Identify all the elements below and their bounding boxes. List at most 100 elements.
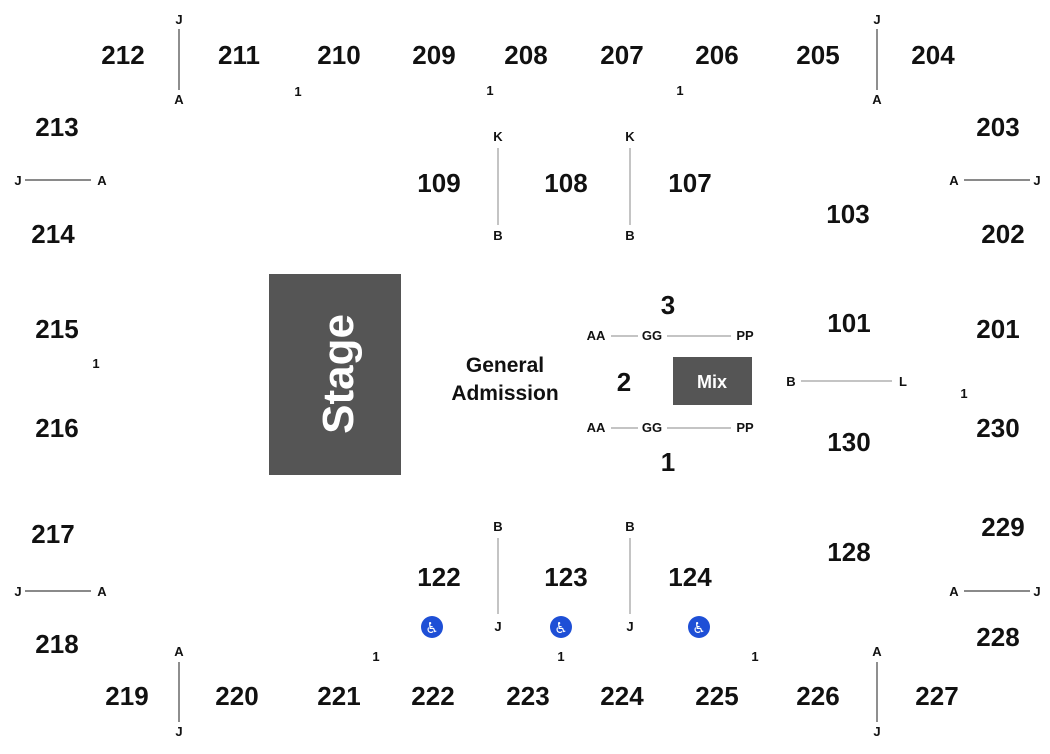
section-221[interactable]: 221 xyxy=(317,681,360,711)
upper-top-row-markers: J A J A 1 1 1 xyxy=(174,12,882,107)
floor-sections: 3 2 1 AA GG PP AA GG PP Mix B L xyxy=(587,290,907,477)
section-215[interactable]: 215 xyxy=(35,314,78,344)
section-212[interactable]: 212 xyxy=(101,40,144,70)
row-marker: B xyxy=(493,228,502,243)
stage-label: Stage xyxy=(314,314,363,434)
section-227[interactable]: 227 xyxy=(915,681,958,711)
section-224[interactable]: 224 xyxy=(600,681,644,711)
section-124[interactable]: 124 xyxy=(668,562,712,592)
floor-section-3[interactable]: 3 xyxy=(661,290,675,320)
row-marker: J xyxy=(175,12,182,27)
upper-right-sections: 203 202 201 230 229 228 A J A J 1 xyxy=(949,112,1040,652)
wheelchair-icon[interactable]: ♿ xyxy=(550,616,572,638)
section-222[interactable]: 222 xyxy=(411,681,454,711)
floor-section-1[interactable]: 1 xyxy=(661,447,675,477)
section-223[interactable]: 223 xyxy=(506,681,549,711)
section-211[interactable]: 211 xyxy=(218,40,260,70)
mix-booth xyxy=(673,357,752,405)
section-213[interactable]: 213 xyxy=(35,112,78,142)
row-one-marker: 1 xyxy=(751,649,758,664)
row-marker: J xyxy=(626,619,633,634)
section-207[interactable]: 207 xyxy=(600,40,643,70)
row-one-marker: 1 xyxy=(486,83,493,98)
upper-bottom-sections: 219 220 221 222 223 224 225 226 227 A J … xyxy=(105,644,958,739)
row-marker: A xyxy=(949,173,959,188)
section-108[interactable]: 108 xyxy=(544,168,587,198)
section-208[interactable]: 208 xyxy=(504,40,547,70)
wheelchair-icon-glyph: ♿ xyxy=(425,620,438,637)
row-marker: B xyxy=(786,374,795,389)
row-marker: A xyxy=(174,92,184,107)
section-203[interactable]: 203 xyxy=(976,112,1019,142)
row-marker: A xyxy=(97,584,107,599)
section-229[interactable]: 229 xyxy=(981,512,1024,542)
row-marker: GG xyxy=(642,420,662,435)
lower-right-sections: 101 130 128 xyxy=(827,308,870,567)
row-marker: A xyxy=(97,173,107,188)
row-marker: A xyxy=(949,584,959,599)
section-201[interactable]: 201 xyxy=(976,314,1019,344)
wheelchair-icon[interactable]: ♿ xyxy=(688,616,710,638)
section-101[interactable]: 101 xyxy=(827,308,870,338)
lower-bottom-sections: 122 123 124 B J B J ♿ ♿ ♿ xyxy=(417,519,712,638)
wheelchair-icon[interactable]: ♿ xyxy=(421,616,443,638)
section-103[interactable]: 103 xyxy=(826,199,869,229)
wheelchair-icon-glyph: ♿ xyxy=(692,620,705,637)
row-marker: J xyxy=(873,724,880,739)
section-220[interactable]: 220 xyxy=(215,681,258,711)
upper-top-sections: 212 211 210 209 208 207 206 205 204 xyxy=(101,40,955,70)
wheelchair-icon-glyph: ♿ xyxy=(554,620,567,637)
row-marker: K xyxy=(625,129,635,144)
section-226[interactable]: 226 xyxy=(796,681,839,711)
row-one-marker: 1 xyxy=(92,356,99,371)
floor-section-2[interactable]: 2 xyxy=(617,367,631,397)
row-marker: K xyxy=(493,129,503,144)
general-admission-label[interactable]: Admission xyxy=(451,382,558,405)
mix-label: Mix xyxy=(697,372,727,392)
section-205[interactable]: 205 xyxy=(796,40,839,70)
section-209[interactable]: 209 xyxy=(412,40,455,70)
row-one-marker: 1 xyxy=(372,649,379,664)
section-202[interactable]: 202 xyxy=(981,219,1024,249)
section-228[interactable]: 228 xyxy=(976,622,1019,652)
section-130[interactable]: 130 xyxy=(827,427,870,457)
general-admission[interactable]: General Admission xyxy=(451,354,558,405)
section-216[interactable]: 216 xyxy=(35,413,78,443)
row-marker: B xyxy=(625,519,634,534)
section-107[interactable]: 107 xyxy=(668,168,711,198)
row-one-marker: 1 xyxy=(294,84,301,99)
row-marker: B xyxy=(625,228,634,243)
row-marker: J xyxy=(873,12,880,27)
row-marker: J xyxy=(14,584,21,599)
row-one-marker: 1 xyxy=(960,386,967,401)
section-214[interactable]: 214 xyxy=(31,219,75,249)
row-marker: AA xyxy=(587,328,606,343)
wheelchair-icon-bg xyxy=(421,616,443,638)
row-marker: PP xyxy=(736,420,754,435)
section-230[interactable]: 230 xyxy=(976,413,1019,443)
section-210[interactable]: 210 xyxy=(317,40,360,70)
row-one-marker: 1 xyxy=(557,649,564,664)
section-109[interactable]: 109 xyxy=(417,168,460,198)
section-123[interactable]: 123 xyxy=(544,562,587,592)
section-122[interactable]: 122 xyxy=(417,562,460,592)
row-marker: J xyxy=(1033,173,1040,188)
row-marker: J xyxy=(175,724,182,739)
stage: Stage xyxy=(269,274,401,475)
section-219[interactable]: 219 xyxy=(105,681,148,711)
section-206[interactable]: 206 xyxy=(695,40,738,70)
section-225[interactable]: 225 xyxy=(695,681,738,711)
row-marker: J xyxy=(14,173,21,188)
section-128[interactable]: 128 xyxy=(827,537,870,567)
row-marker: GG xyxy=(642,328,662,343)
section-204[interactable]: 204 xyxy=(911,40,955,70)
section-217[interactable]: 217 xyxy=(31,519,74,549)
row-one-marker: 1 xyxy=(676,83,683,98)
section-218[interactable]: 218 xyxy=(35,629,78,659)
lower-top-sections: 109 108 107 103 K B K B xyxy=(417,129,869,243)
row-marker: J xyxy=(494,619,501,634)
row-marker: A xyxy=(872,644,882,659)
row-marker: A xyxy=(872,92,882,107)
general-admission-label[interactable]: General xyxy=(466,354,544,377)
